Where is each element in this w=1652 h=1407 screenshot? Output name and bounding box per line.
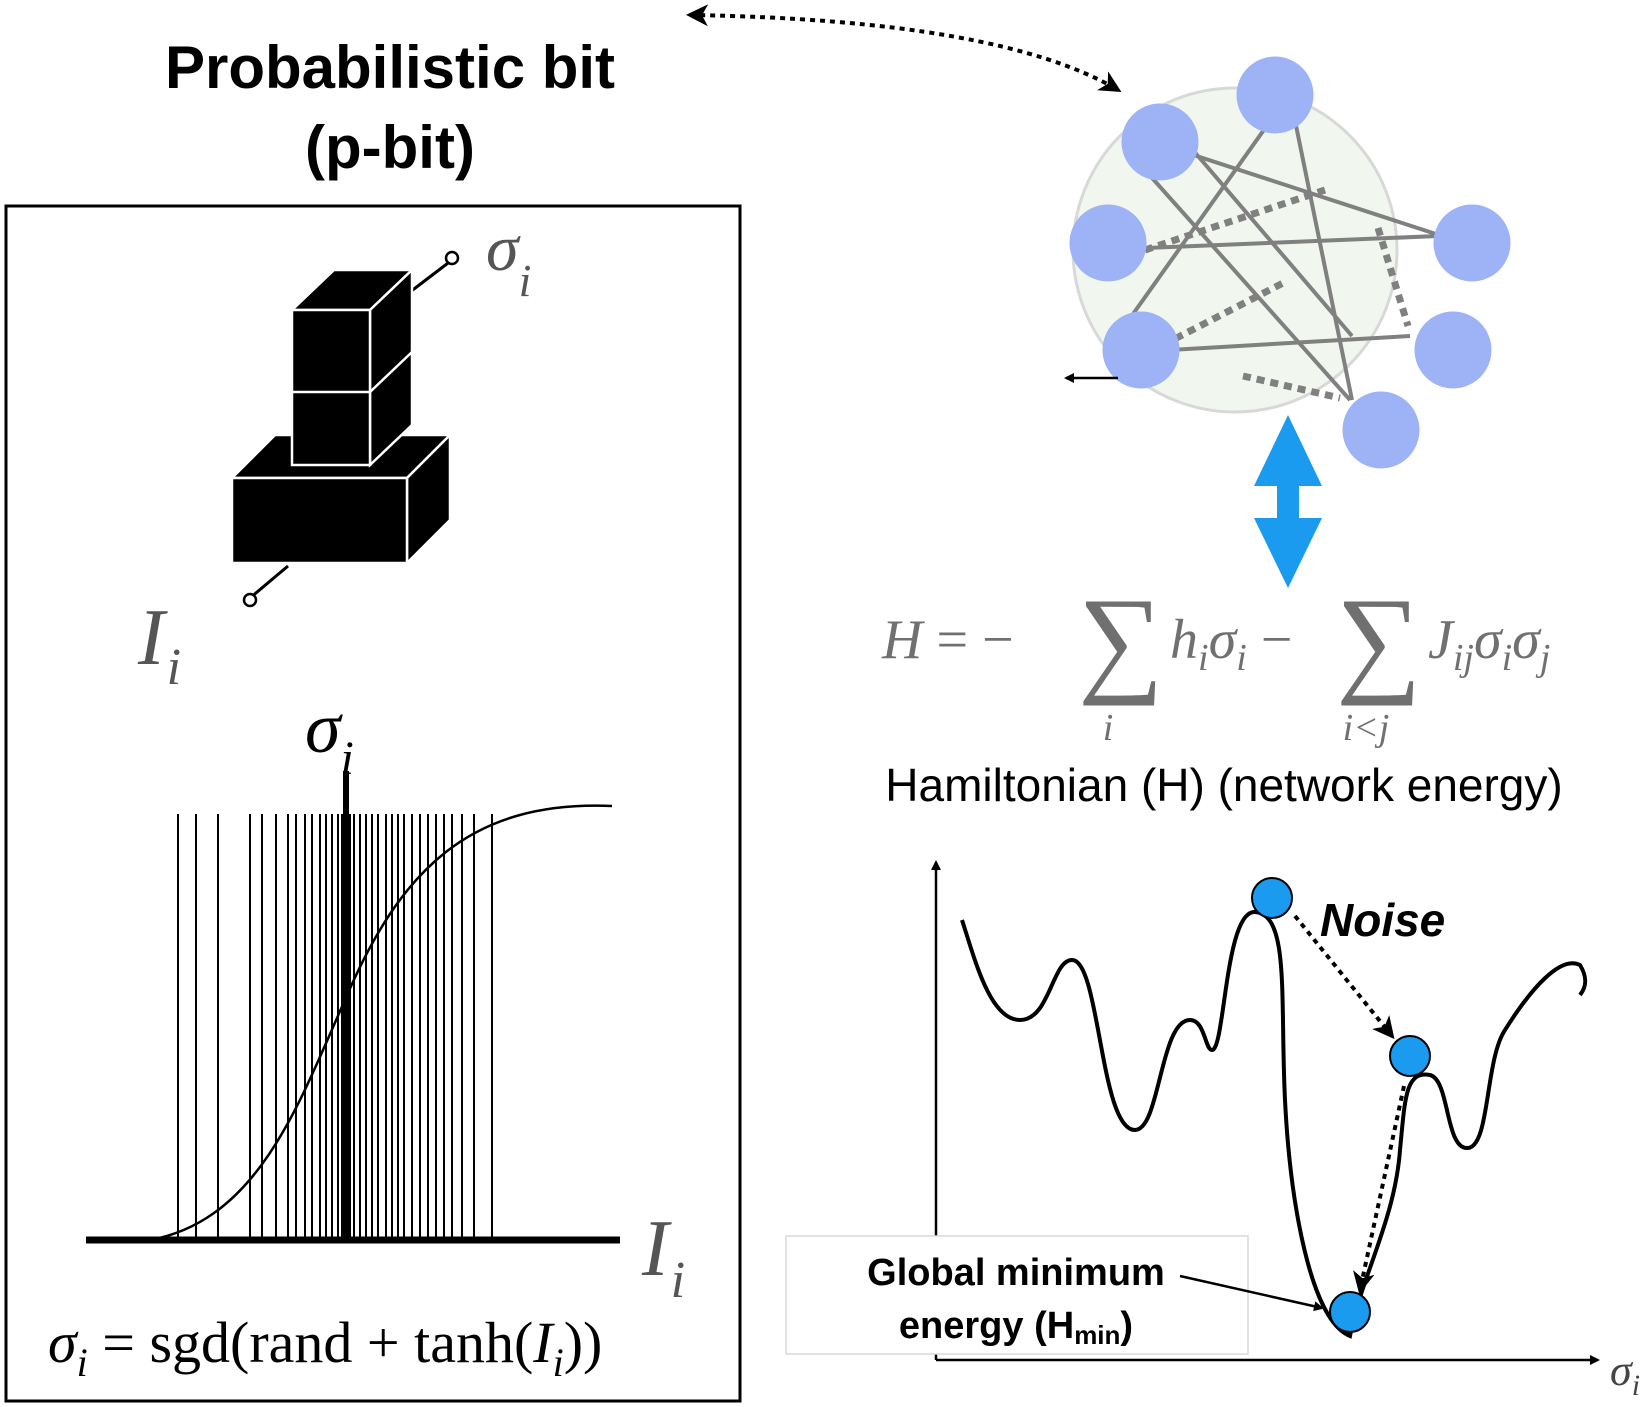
- svg-text:i: i: [1103, 707, 1114, 749]
- title-line2: (p-bit): [305, 114, 475, 181]
- hamiltonian-caption: Hamiltonian (H) (network energy): [885, 759, 1562, 811]
- global-min-label-line2: energy (Hmin): [899, 1305, 1133, 1350]
- state-ball-min: [1329, 1291, 1371, 1333]
- spike-plot: [86, 771, 620, 1244]
- pbit-panel: [4, 204, 742, 1403]
- svg-text:∑: ∑: [1078, 573, 1164, 706]
- state-ball-top: [1251, 877, 1293, 919]
- hamiltonian-link-arrow: [1254, 415, 1322, 588]
- network-node: [1236, 56, 1314, 134]
- energy-curve: [960, 909, 1588, 1339]
- landscape-x-label: σi: [1610, 1346, 1640, 1402]
- svg-text:∑: ∑: [1336, 573, 1422, 706]
- pbit-device-icon: [228, 250, 460, 608]
- ising-network: [1064, 56, 1511, 469]
- hamiltonian-equation: H = − ∑ i hiσi − ∑ i<j Jijσiσj: [881, 573, 1550, 749]
- global-min-pointer: [1179, 1274, 1324, 1312]
- noise-label: Noise: [1320, 894, 1445, 946]
- link-arrow: [686, 4, 1122, 93]
- network-node: [1342, 391, 1420, 469]
- global-min-label-box: [785, 1235, 1249, 1355]
- title-line1: Probabilistic bit: [165, 34, 615, 101]
- plot-y-label: σi: [305, 688, 354, 785]
- plot-x-label: Ii: [641, 1205, 685, 1309]
- network-node: [1414, 311, 1492, 389]
- energy-landscape: Noise Global minimum energy (Hmin) σi: [785, 860, 1640, 1402]
- network-node: [1433, 204, 1511, 282]
- network-nodes: [1069, 56, 1511, 469]
- network-node: [1121, 103, 1199, 181]
- svg-text:Jijσiσj: Jijσiσj: [1428, 609, 1550, 679]
- state-ball-mid: [1389, 1035, 1431, 1077]
- noise-arrow-2: [1353, 1085, 1406, 1294]
- network-node: [1102, 311, 1180, 389]
- global-min-label-line1: Global minimum: [867, 1252, 1165, 1294]
- svg-text:H = −: H = −: [881, 609, 1014, 671]
- network-node: [1069, 204, 1147, 282]
- svg-text:i<j: i<j: [1343, 707, 1390, 749]
- svg-text:hiσi −: hiσi −: [1170, 609, 1292, 679]
- device-input-label: Ii: [137, 594, 181, 696]
- device-output-label: σi: [486, 212, 531, 306]
- pbit-equation: σi = sgd(rand + tanh(Ii)): [48, 1310, 602, 1385]
